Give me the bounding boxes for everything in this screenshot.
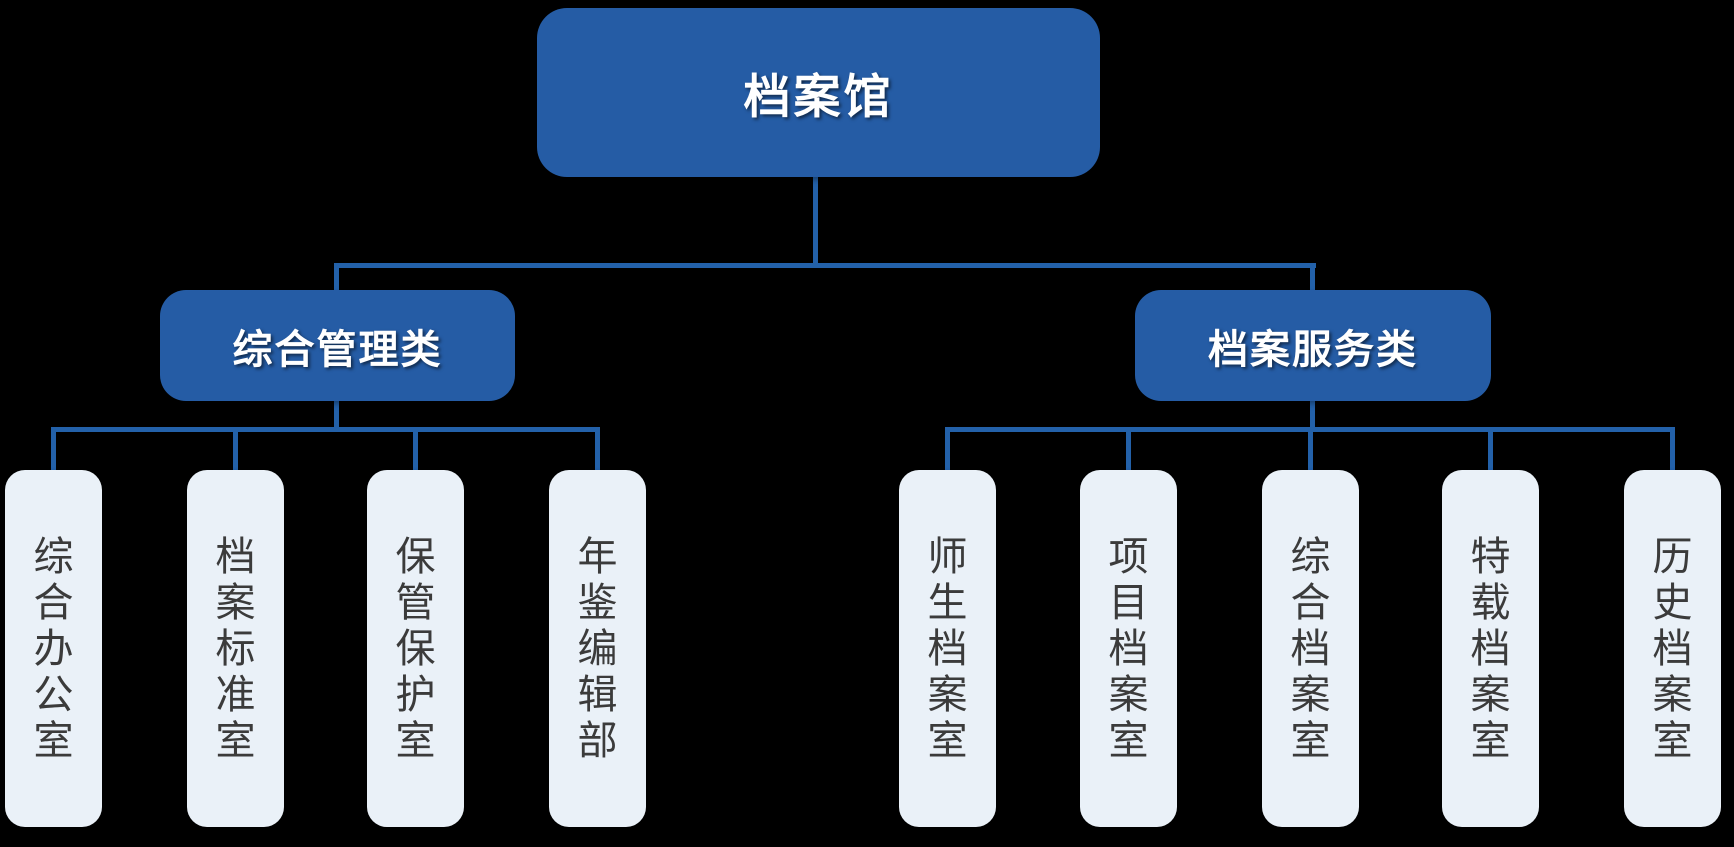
- connector-leaf-stub: [1308, 427, 1313, 471]
- root-node-label: 档案馆: [743, 70, 894, 123]
- connector-left-children-span: [51, 427, 600, 432]
- connector-level2-span: [334, 263, 1316, 268]
- leaf-node-label: 档案标准室: [215, 534, 256, 763]
- leaf-node-label: 特载档案室: [1470, 534, 1511, 763]
- connector-leaf-stub: [51, 427, 56, 471]
- group-node-service: 档案服务类: [1135, 290, 1491, 401]
- leaf-node-special-records-archives-room: 特载档案室: [1442, 470, 1539, 827]
- leaf-node-label: 综合档案室: [1290, 534, 1331, 763]
- connector-leaf-stub: [233, 427, 238, 471]
- connector-leaf-stub: [595, 427, 600, 471]
- group-node-label: 综合管理类: [232, 327, 443, 372]
- connector-leaf-stub: [1126, 427, 1131, 471]
- connector-group-left-drop: [334, 263, 339, 291]
- leaf-node-project-archives-room: 项目档案室: [1080, 470, 1177, 827]
- root-node-archives: 档案馆: [537, 8, 1100, 177]
- leaf-node-label: 历史档案室: [1652, 534, 1693, 763]
- leaf-node-label: 师生档案室: [927, 534, 968, 763]
- connector-group-right-drop: [1310, 263, 1315, 293]
- connector-leaf-stub: [945, 427, 950, 471]
- leaf-node-label: 年鉴编辑部: [577, 534, 618, 763]
- connector-leaf-stub: [1670, 427, 1675, 471]
- leaf-node-label: 项目档案室: [1108, 534, 1149, 763]
- connector-leaf-stub: [413, 427, 418, 471]
- group-node-management: 综合管理类: [160, 290, 515, 401]
- leaf-node-comprehensive-archives-room: 综合档案室: [1262, 470, 1359, 827]
- leaf-node-historical-archives-room: 历史档案室: [1624, 470, 1721, 827]
- leaf-node-storage-protection-room: 保管保护室: [367, 470, 464, 827]
- leaf-node-label: 保管保护室: [395, 534, 436, 763]
- leaf-node-yearbook-editorial-dept: 年鉴编辑部: [549, 470, 646, 827]
- connector-leaf-stub: [1488, 427, 1493, 471]
- leaf-node-archive-standards-room: 档案标准室: [187, 470, 284, 827]
- connector-right-children-drop: [1310, 398, 1315, 432]
- group-node-label: 档案服务类: [1208, 327, 1418, 372]
- leaf-node-general-office: 综合办公室: [5, 470, 102, 827]
- connector-left-children-drop: [334, 398, 339, 432]
- leaf-node-label: 综合办公室: [33, 534, 74, 763]
- leaf-node-staff-student-archives-room: 师生档案室: [899, 470, 996, 827]
- connector-root-drop: [813, 176, 818, 268]
